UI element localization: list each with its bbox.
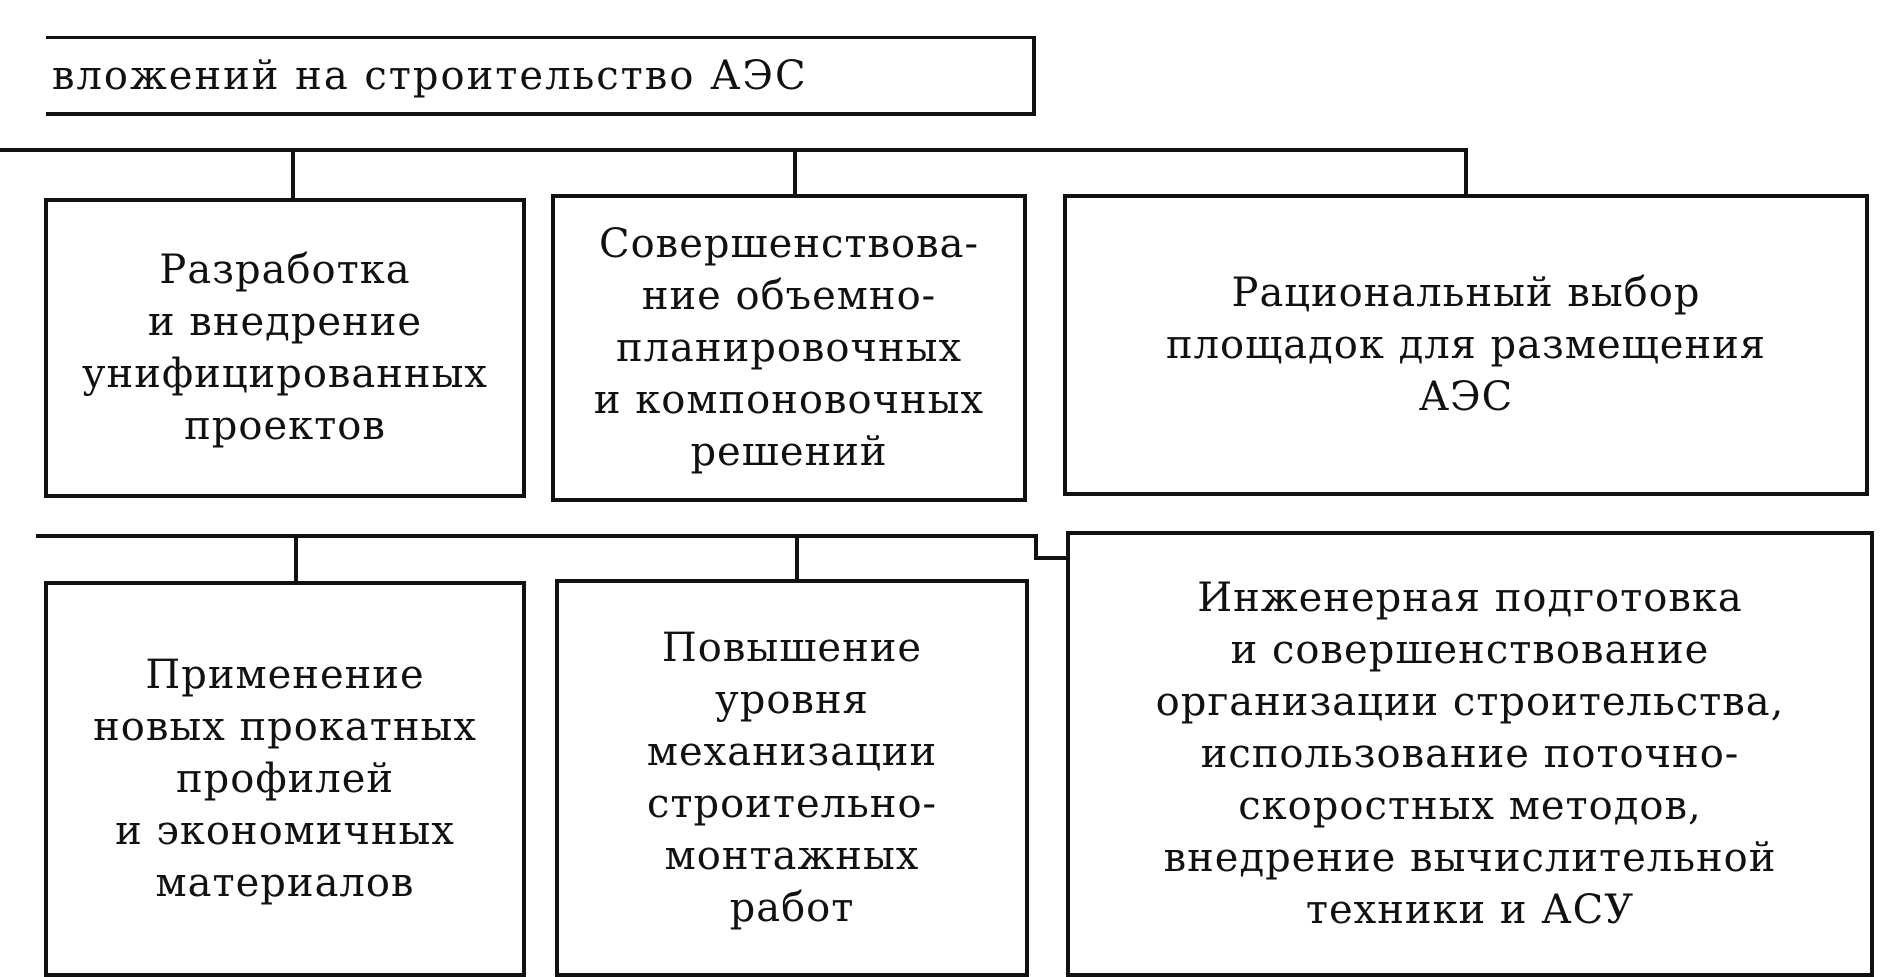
- header-box: вложений на строительство АЭС: [46, 36, 1036, 116]
- box-new-materials: Применение новых прокатных профилей и эк…: [44, 581, 526, 977]
- box-mechanization: Повышение уровня механизации строительно…: [555, 579, 1029, 977]
- box-unified-projects: Разработка и внедрение унифицированных п…: [44, 198, 526, 498]
- row1-bus-line: [0, 148, 1468, 196]
- box-site-selection: Рациональный выбор площадок для размещен…: [1063, 194, 1869, 496]
- box-mechanization-label: Повышение уровня механизации строительно…: [646, 625, 938, 931]
- header-text: вложений на строительство АЭС: [52, 52, 808, 99]
- box-engineering-preparation-label: Инженерная подготовка и совершенствовани…: [1155, 575, 1785, 933]
- box-new-materials-label: Применение новых прокатных профилей и эк…: [93, 652, 477, 906]
- box-unified-projects-label: Разработка и внедрение унифицированных п…: [82, 247, 488, 449]
- box-engineering-preparation: Инженерная подготовка и совершенствовани…: [1066, 531, 1874, 977]
- box-site-selection-label: Рациональный выбор площадок для размещен…: [1165, 270, 1767, 420]
- box-planning-solutions: Совершенствова- ние объемно- планировочн…: [551, 194, 1027, 502]
- box-planning-solutions-label: Совершенствова- ние объемно- планировочн…: [593, 221, 985, 475]
- row2-bus-line: [36, 534, 1068, 560]
